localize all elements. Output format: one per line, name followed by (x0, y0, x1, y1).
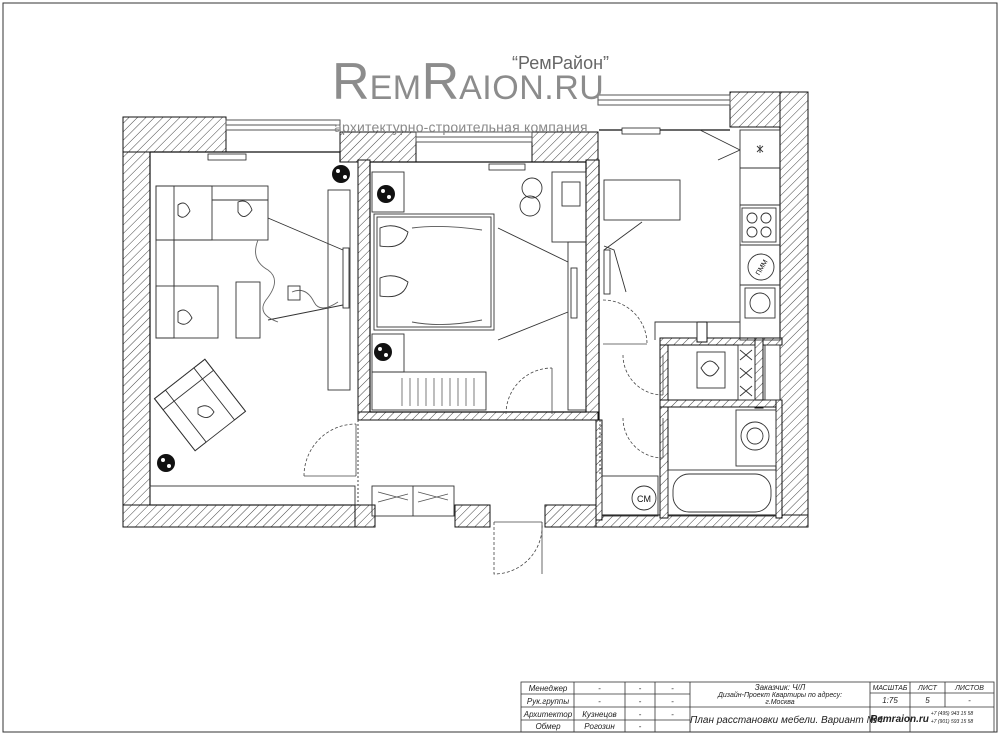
sheets-value: - (968, 696, 971, 705)
living-room (149, 185, 356, 506)
logo-quote: “РемРайон” (512, 53, 610, 73)
name-group-lead: - (598, 697, 601, 706)
doors (303, 299, 664, 575)
date-group-lead: - (671, 697, 674, 706)
room-outlines (149, 127, 781, 506)
scale-label: МАСШТАБ (872, 685, 908, 692)
sheet-value: 5 (925, 696, 930, 705)
hallway (357, 420, 601, 517)
windows (225, 94, 731, 143)
date-architect: - (671, 710, 674, 719)
phone-2: +7 (901) 593 15 58 (930, 719, 974, 725)
washing-machine-label: СМ (637, 494, 651, 504)
scale-value: 1:75 (882, 696, 898, 705)
name-architect: Кузнецов (582, 710, 617, 719)
logo-letters-aion: AION.RU (459, 69, 605, 107)
project-city: г.Москва (765, 699, 795, 706)
customer: Заказчик: Ч/Л (754, 683, 806, 692)
website: Remraion.ru (870, 714, 929, 725)
logo-letter-r2: R (421, 53, 460, 111)
role-survey: Обмер (535, 722, 561, 731)
sign-survey: - (638, 722, 642, 731)
project-address: Дизайн-Проект Квартиры по адресу: (717, 692, 843, 699)
kitchen (603, 129, 781, 341)
company-logo: REMRAION.RU (332, 56, 604, 108)
role-group-lead: Рук.группы (526, 697, 570, 706)
date-manager: - (671, 684, 674, 693)
logo-letter-r1: R (332, 53, 370, 111)
sign-group-lead: - (638, 697, 642, 706)
sheets-label: ЛИСТОВ (955, 685, 984, 692)
phone-1: +7 (495) 943 15 58 (930, 711, 974, 717)
bathrooms (601, 344, 781, 517)
role-manager: Менеджер (528, 684, 568, 693)
name-survey: Рогозин (584, 722, 615, 731)
walls (122, 91, 809, 528)
sign-architect: - (638, 710, 642, 719)
logo-tagline: архитектурно-строительная компания (334, 119, 588, 135)
radiators (207, 127, 661, 171)
dishwasher-label: ПММ (755, 259, 769, 277)
sheet-title: План расстановки мебели. Вариант №4 (690, 715, 883, 726)
bedroom (371, 171, 587, 411)
logo-letters-em: EM (369, 69, 422, 107)
sign-manager: - (638, 684, 642, 693)
role-architect: Архитектор (523, 710, 573, 719)
name-manager: - (598, 684, 601, 693)
title-block-grid (520, 681, 995, 733)
sheet-label: ЛИСТ (918, 685, 937, 692)
